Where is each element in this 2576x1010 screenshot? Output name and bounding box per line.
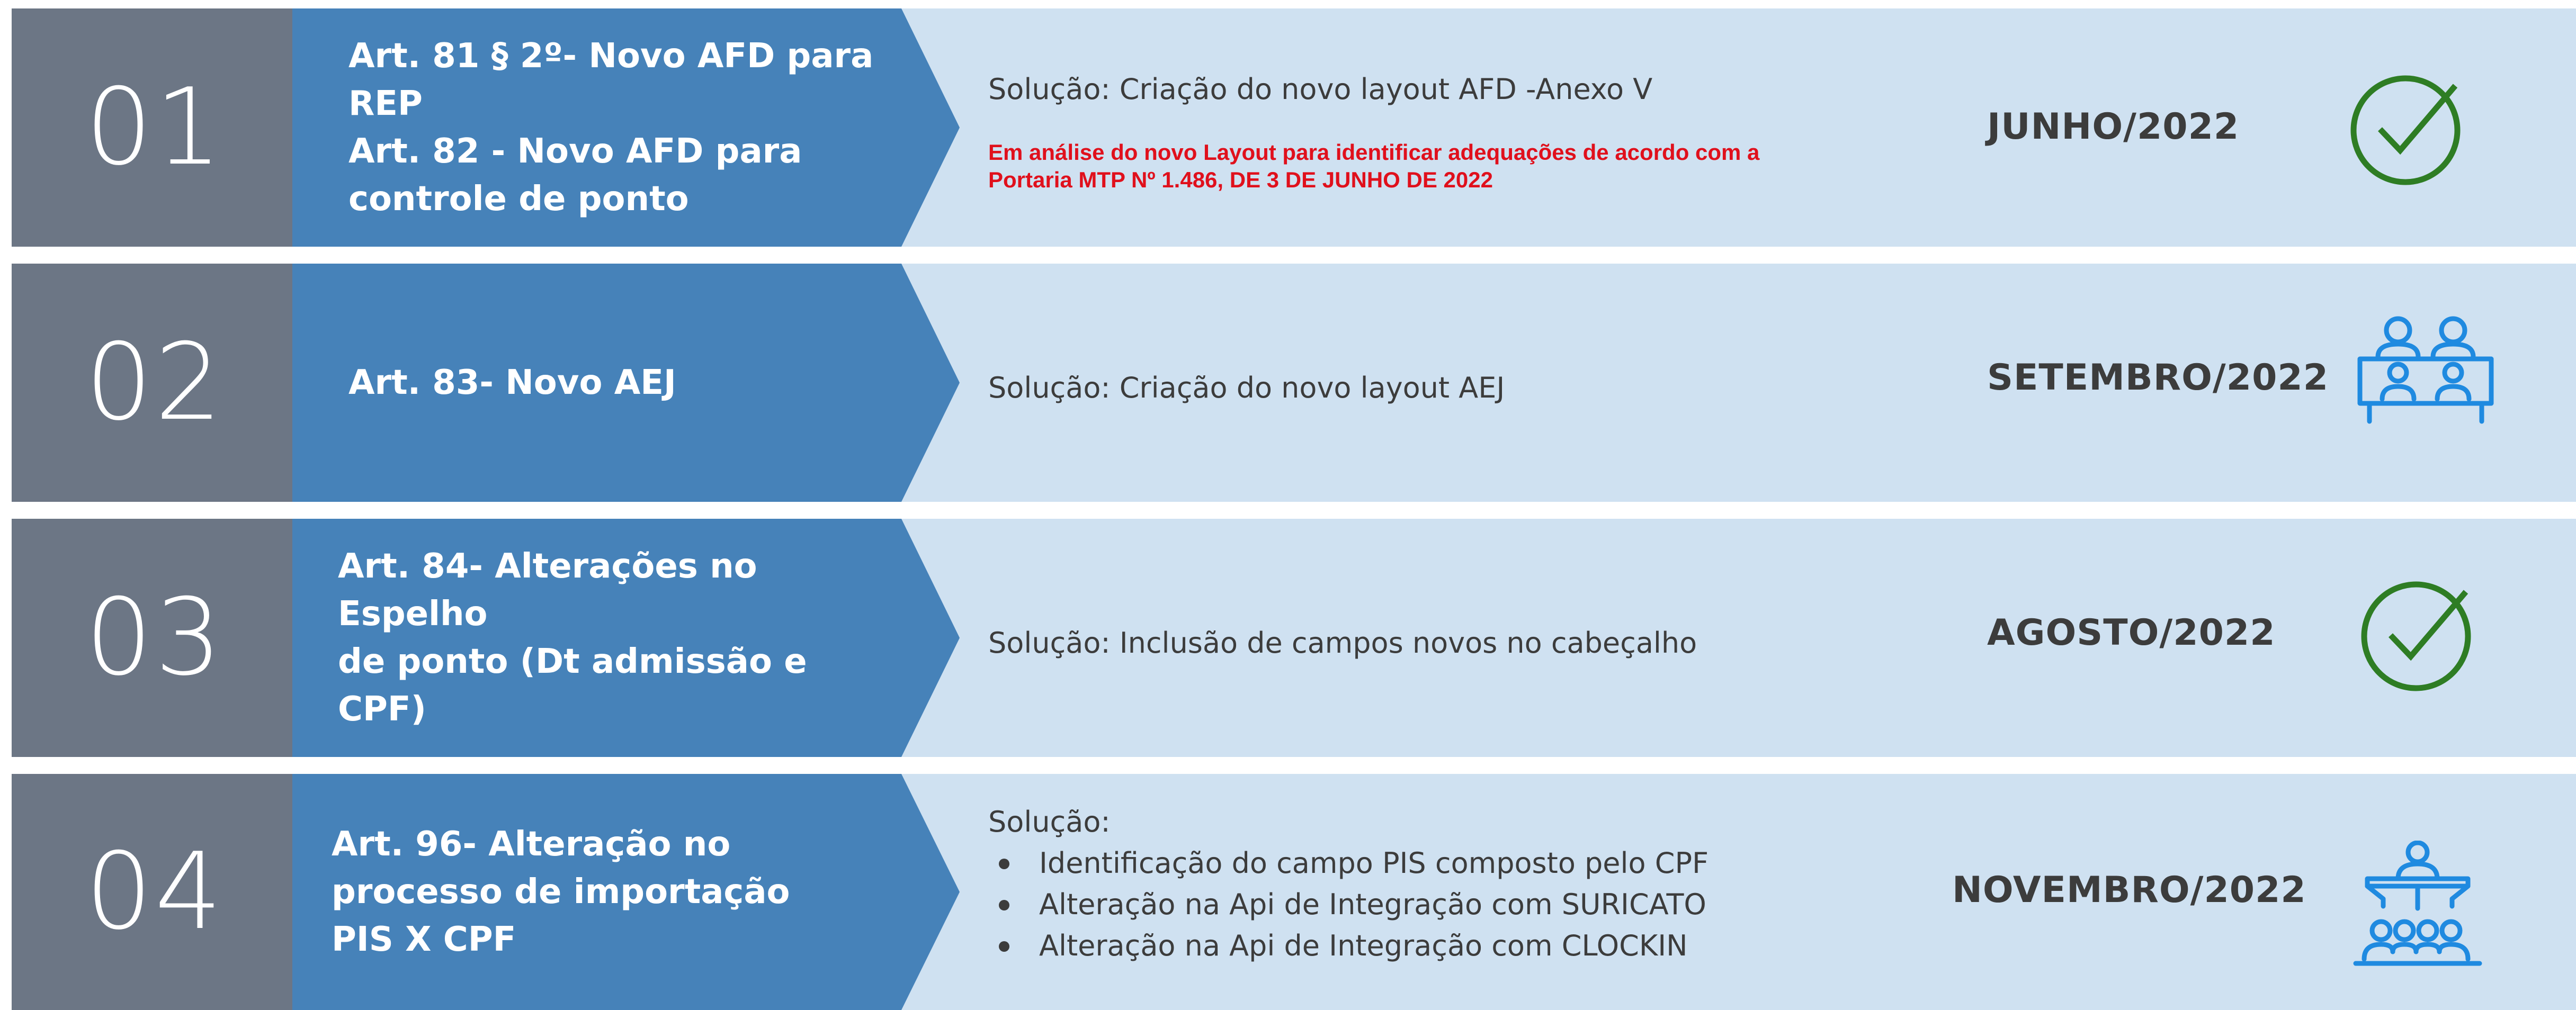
article-arrow-shape	[292, 264, 960, 502]
article-arrow-shape	[292, 519, 960, 757]
step-number-box: 01	[12, 8, 298, 247]
article-arrow-shape	[292, 8, 960, 247]
target-date: NOVEMBRO/2022	[1952, 869, 2306, 911]
check-circle-icon	[2350, 75, 2461, 185]
solution-text: Solução: Criação do novo layout AFD -Ane…	[988, 73, 1653, 106]
note-line: Portaria MTP Nº 1.486, DE 3 DE JUNHO DE …	[988, 167, 1493, 192]
step-number-box: 03	[12, 519, 298, 757]
bullet-item: Alteração na Api de Integração com SURIC…	[988, 884, 1709, 925]
target-date: AGOSTO/2022	[1987, 612, 2276, 654]
note-line: Em análise do novo Layout para identific…	[988, 140, 1760, 165]
article-line: de ponto (Dt admissão e CPF)	[338, 642, 807, 729]
timeline-row-3: 03 Art. 84- Alterações no Espelho de pon…	[12, 519, 2576, 757]
presenter-audience-icon	[2353, 841, 2482, 966]
article-text: Art. 83- Novo AEJ	[348, 264, 910, 502]
timeline-row-1: 01 Art. 81 § 2º- Novo AFD para REP Art. …	[12, 8, 2576, 247]
bullet-item: Identificação do campo PIS composto pelo…	[988, 843, 1709, 884]
solution-text: Solução:	[988, 805, 1111, 838]
article-line: REP	[348, 84, 423, 123]
timeline-row-2: 02 Art. 83- Novo AEJ Solução: Criação do…	[12, 264, 2576, 502]
solution-text: Solução: Inclusão de campos novos no cab…	[988, 626, 1697, 660]
article-line: Art. 84- Alterações no Espelho	[338, 547, 757, 634]
analysis-note: Em análise do novo Layout para identific…	[988, 139, 1836, 194]
step-number: 01	[85, 66, 225, 189]
article-line: Art. 81 § 2º- Novo AFD para	[348, 37, 874, 76]
solution-block: Solução: Identificação do campo PIS comp…	[988, 801, 1709, 967]
solution-text: Solução: Criação do novo layout AEJ	[988, 371, 1505, 404]
article-text: Art. 96- Alteração no processo de import…	[332, 774, 893, 1010]
article-line: processo de importação	[332, 872, 790, 912]
step-number: 02	[85, 321, 225, 444]
target-date: JUNHO/2022	[1987, 106, 2240, 148]
article-text: Art. 84- Alterações no Espelho de ponto …	[338, 519, 899, 757]
article-line: Art. 83- Novo AEJ	[348, 363, 676, 402]
article-line: PIS X CPF	[332, 920, 516, 959]
step-number: 03	[85, 576, 225, 699]
article-line: Art. 96- Alteração no	[332, 825, 731, 864]
step-number-box: 02	[12, 264, 298, 502]
bullet-item: Alteração na Api de Integração com CLOCK…	[988, 925, 1709, 967]
solution-bullet-list: Identificação do campo PIS composto pelo…	[988, 843, 1709, 967]
check-circle-icon	[2361, 581, 2471, 691]
step-number: 04	[85, 830, 225, 953]
target-date: SETEMBRO/2022	[1987, 357, 2329, 399]
article-text: Art. 81 § 2º- Novo AFD para REP Art. 82 …	[348, 8, 910, 247]
article-line: Art. 82 - Novo AFD para	[348, 132, 802, 171]
article-arrow-shape	[292, 774, 960, 1010]
article-line: controle de ponto	[348, 179, 689, 219]
meeting-table-icon	[2357, 316, 2494, 424]
timeline-row-4: 04 Art. 96- Alteração no processo de imp…	[12, 774, 2576, 1010]
step-number-box: 04	[12, 774, 298, 1010]
